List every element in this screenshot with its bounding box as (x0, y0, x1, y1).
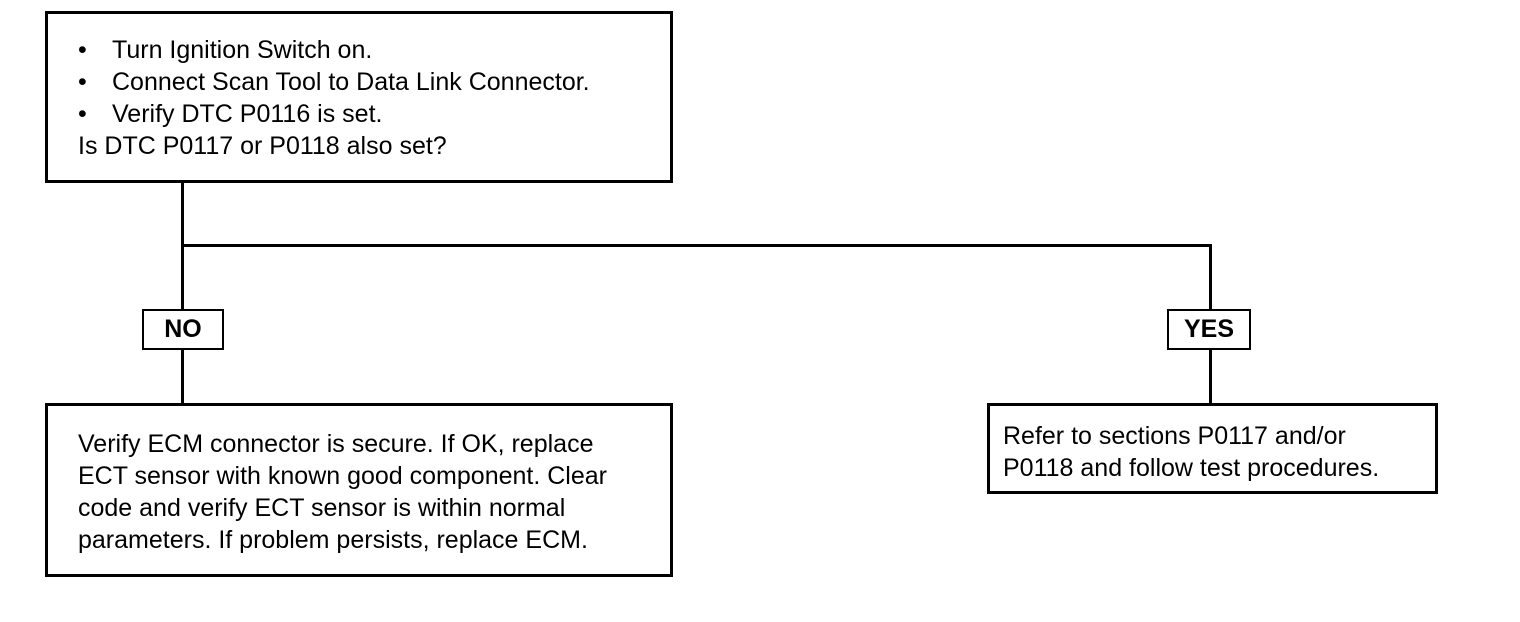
yes-result-line: P0118 and follow test procedures. (1003, 454, 1380, 482)
bullet-icon: • (78, 36, 87, 64)
bullet-icon: • (78, 100, 87, 128)
yes-result-box: Refer to sections P0117 and/or P0118 and… (987, 403, 1438, 494)
connector-horizontal-branch (181, 244, 1212, 247)
step-text: Verify DTC P0116 is set. (112, 100, 383, 128)
no-result-box: Verify ECM connector is secure. If OK, r… (45, 403, 673, 577)
no-result-line: ECT sensor with known good component. Cl… (78, 462, 607, 490)
step-list: • Turn Ignition Switch on. • Connect Sca… (78, 34, 660, 130)
no-branch-label: NO (142, 309, 224, 350)
step-item: • Turn Ignition Switch on. (78, 34, 660, 66)
step-text: Connect Scan Tool to Data Link Connector… (112, 68, 590, 96)
yes-branch-label: YES (1167, 309, 1251, 350)
connector-no-to-box (181, 350, 184, 403)
step-item: • Verify DTC P0116 is set. (78, 98, 660, 130)
no-result-line: code and verify ECT sensor is within nor… (78, 494, 566, 522)
step-text: Turn Ignition Switch on. (112, 36, 373, 64)
start-question-box: • Turn Ignition Switch on. • Connect Sca… (45, 11, 673, 183)
step-item: • Connect Scan Tool to Data Link Connect… (78, 66, 660, 98)
decision-question: Is DTC P0117 or P0118 also set? (78, 132, 447, 160)
connector-yes-down (1209, 244, 1212, 309)
no-result-line: parameters. If problem persists, replace… (78, 526, 588, 554)
connector-yes-to-box (1209, 350, 1212, 403)
no-result-line: Verify ECM connector is secure. If OK, r… (78, 430, 594, 458)
yes-result-line: Refer to sections P0117 and/or (1003, 422, 1346, 450)
bullet-icon: • (78, 68, 87, 96)
